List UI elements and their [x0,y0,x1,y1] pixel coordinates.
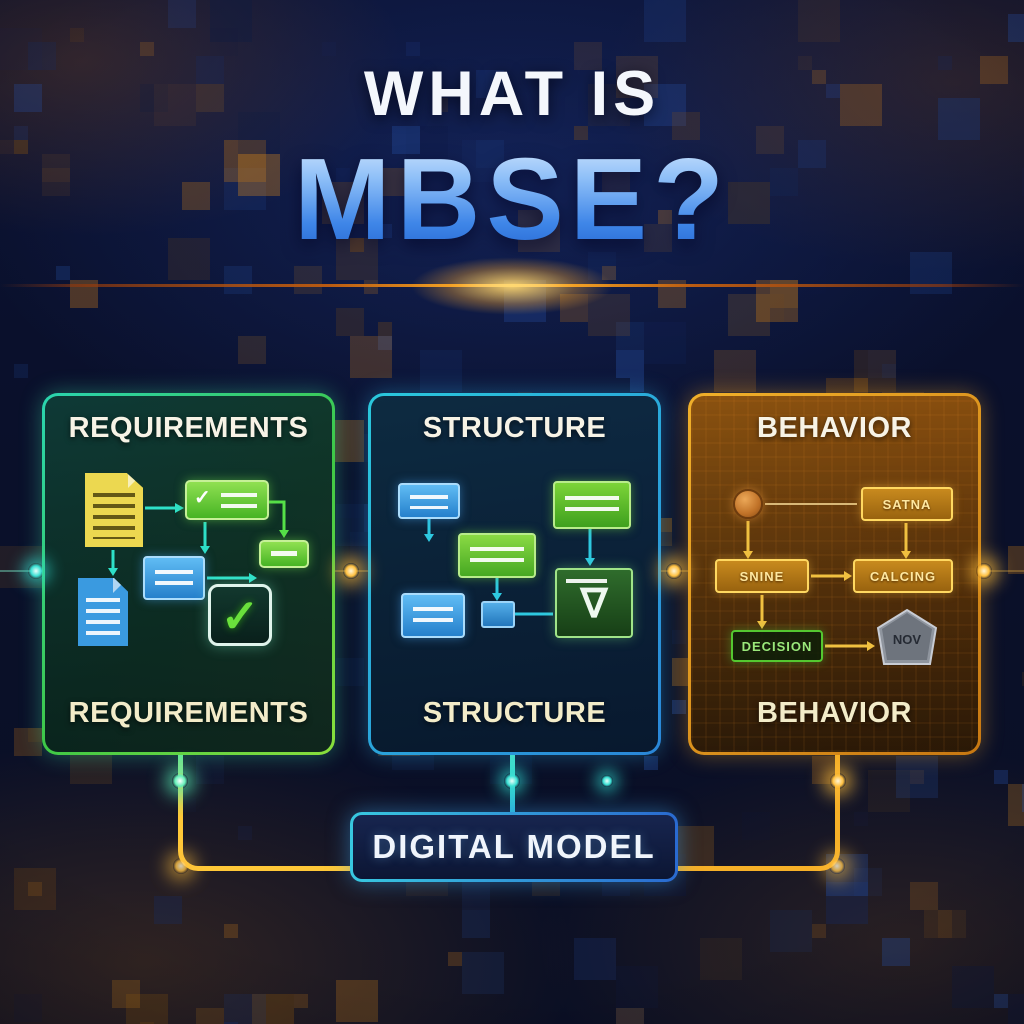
panel-behavior-title: BEHAVIOR [757,412,912,444]
glow-dot [343,563,359,579]
glow-dot [666,563,682,579]
digital-model-box: DIGITAL MODEL [350,812,678,882]
document-icon [85,473,143,547]
initial-state-icon [733,489,763,519]
nabla-icon: ∇ [580,582,608,626]
panel-requirements-title: REQUIREMENTS [68,412,309,444]
block-text-lines [413,607,453,626]
final-state-icon: NOV [876,608,938,666]
state-box: SATNA [861,487,953,521]
glow-dot [173,858,189,874]
glow-dot [28,563,44,579]
pentagon-shape [876,608,938,665]
block-text-lines [565,496,619,516]
panel-structure-title: STRUCTURE [422,412,607,444]
checkbox-icon: ✓ [208,584,272,646]
block-text-lines [155,570,193,588]
box-text-line [271,551,297,557]
requirement-task-box-icon: ✓ [185,480,269,520]
green-block-icon [458,533,536,578]
blue-chip-icon [481,601,515,628]
blue-block-icon [401,593,465,638]
panel-structure-body: STRUCTURE [371,396,658,752]
structure-diagram: ∇ [371,458,658,688]
glow-dot [172,773,188,789]
blue-block-icon [143,556,205,600]
digital-model-label: DIGITAL MODEL [372,828,656,865]
glow-dot [829,858,845,874]
digital-model-box-inner: DIGITAL MODEL [353,815,675,879]
requirements-diagram: ✓ ✓ [45,458,332,688]
document-fold [128,473,143,488]
task-text-lines [221,492,257,509]
panel-requirements-body: REQUIREMENTS [45,396,332,752]
state-box: SNINE [715,559,809,593]
panel-requirements-caption: REQUIREMENTS [68,697,309,729]
final-state-label: NOV [892,632,922,647]
panel-requirements: REQUIREMENTS [42,393,335,755]
block-text-line [565,579,608,583]
document-text-lines [86,598,120,638]
document-fold [113,578,128,593]
check-icon: ✓ [194,487,211,509]
title-line2: MBSE? [0,132,1024,266]
glow-dot [601,775,613,787]
block-text-lines [410,494,448,509]
panel-structure: STRUCTURE [368,393,661,755]
panel-behavior-caption: BEHAVIOR [757,697,912,729]
state-box: CALCING [853,559,953,593]
connector-behavior-to-model [678,755,840,871]
glow-dot [504,773,520,789]
blue-block-icon [398,483,460,519]
glow-dot [830,773,846,789]
check-icon: ✓ [220,590,260,642]
green-block-icon [553,481,631,529]
connector-requirements-to-model [178,755,350,871]
behavior-diagram: SATNA SNINE CALCING DECISION NOV [691,458,978,688]
panel-behavior: BEHAVIOR SATNA SNINE [688,393,981,755]
small-green-box-icon [259,540,309,568]
nabla-block-icon: ∇ [555,568,633,638]
document-text-lines [93,493,135,539]
divider-line [0,284,1024,287]
decision-box: DECISION [731,630,823,662]
title-line1: WHAT IS [363,59,661,129]
glow-dot [976,563,992,579]
panel-structure-caption: STRUCTURE [422,697,607,729]
block-text-lines [470,547,524,566]
document-icon [78,578,128,646]
panel-behavior-body: BEHAVIOR SATNA SNINE [691,396,978,752]
